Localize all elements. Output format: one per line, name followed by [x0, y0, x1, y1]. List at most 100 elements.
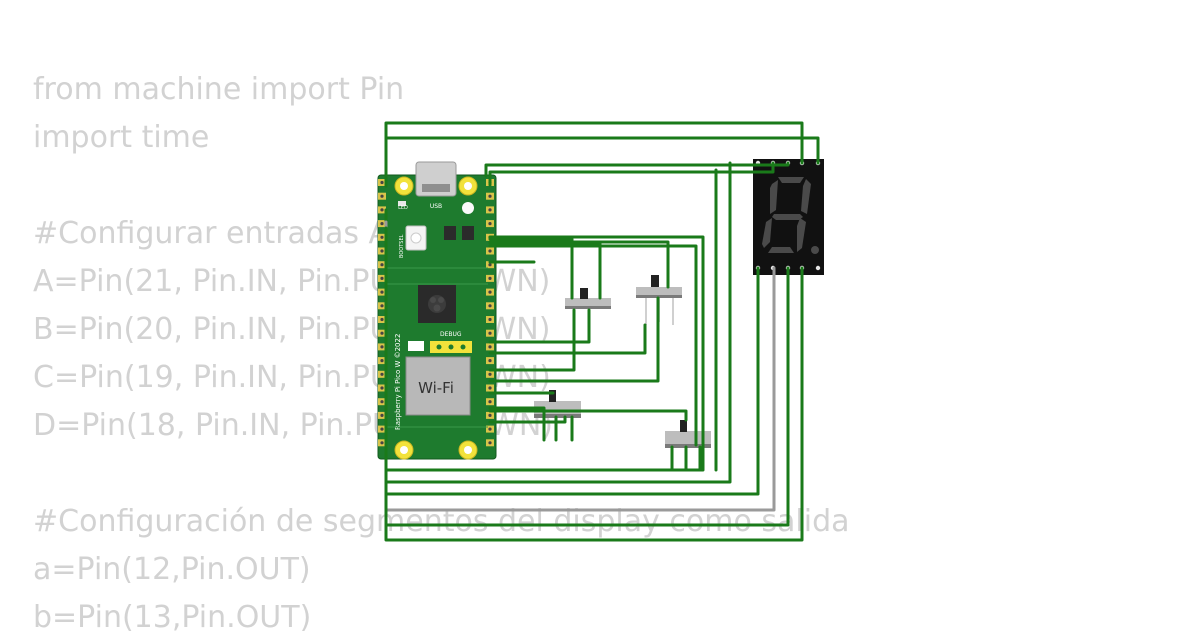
wire[interactable] — [384, 235, 705, 472]
wire[interactable] — [488, 296, 660, 383]
switch-body — [665, 431, 711, 447]
debug-pin — [448, 344, 454, 350]
wire[interactable] — [384, 126, 820, 188]
mount-hole-center — [400, 182, 408, 190]
switch-body-shadow — [534, 414, 581, 418]
wire[interactable] — [488, 406, 546, 442]
wire[interactable] — [488, 237, 574, 300]
usb-label: USB — [430, 203, 442, 210]
slide-switch-1[interactable] — [565, 288, 611, 309]
board-pin-hole — [380, 194, 384, 198]
board-pin-hole — [488, 249, 492, 253]
board-pin-hole — [380, 249, 384, 253]
segment-a — [778, 177, 804, 183]
code-line: b=Pin(13,Pin.OUT) — [33, 600, 312, 635]
board-pin-hole — [380, 441, 384, 445]
switch-body — [534, 401, 581, 417]
usb-port — [422, 184, 450, 192]
switch-handle[interactable] — [549, 390, 556, 402]
wifi-module — [405, 356, 471, 416]
chip-small — [444, 226, 456, 240]
indicator-led — [462, 202, 474, 214]
code-line: import time — [33, 120, 210, 155]
raspberry-logo-icon-detail — [430, 297, 436, 303]
switch-handle[interactable] — [680, 420, 687, 432]
bootsel-button-cap — [410, 232, 422, 244]
bootsel-label: BOOTSEL — [399, 234, 405, 258]
segment-e — [762, 218, 772, 248]
board-pin-hole — [380, 372, 384, 376]
raspberry-logo-icon-detail — [433, 304, 441, 312]
board-pin-hole — [380, 222, 384, 226]
board-pin-hole — [380, 208, 384, 212]
board-pin-hole — [380, 180, 384, 185]
segment-d — [768, 247, 794, 253]
board-pin-hole — [488, 400, 492, 404]
board-pin-hole — [488, 222, 492, 226]
board-pin-hole — [380, 235, 384, 239]
wiring — [384, 121, 820, 542]
board-pin-hole — [380, 290, 384, 294]
switch-handle[interactable] — [651, 275, 659, 287]
board-pin-hole — [488, 441, 492, 445]
seven-segment-display[interactable] — [753, 159, 824, 275]
wire[interactable] — [488, 244, 698, 447]
wifi-label: Wi-Fi — [418, 379, 454, 397]
segment-dp — [811, 246, 819, 254]
code-line: a=Pin(12,Pin.OUT) — [33, 552, 311, 587]
pico-board[interactable]: USB LED BOOTSEL Raspberry Pi Pico W ©202… — [377, 161, 497, 460]
wire[interactable] — [488, 308, 591, 344]
board-pin-hole — [488, 276, 492, 280]
board-model-label: Raspberry Pi Pico W ©2022 — [394, 334, 402, 430]
code-line: C=Pin(19, Pin.IN, Pin.PULL_DOWN) — [33, 360, 551, 395]
segment-f — [770, 180, 778, 214]
debug-pad — [408, 341, 424, 351]
board-pin-hole — [488, 413, 492, 417]
wire[interactable] — [384, 232, 804, 542]
board-pin-hole — [380, 427, 384, 431]
board-pin-hole — [380, 386, 384, 390]
switch-body-shadow — [565, 306, 611, 309]
wire[interactable] — [488, 415, 567, 424]
segment-g — [772, 214, 803, 220]
mount-hole-center — [464, 182, 472, 190]
board-pin-hole — [488, 304, 492, 308]
wire[interactable] — [488, 161, 775, 187]
wire[interactable] — [488, 323, 647, 355]
board-pin-hole — [380, 304, 384, 308]
led-label: LED — [398, 205, 408, 211]
wire[interactable] — [484, 161, 790, 178]
board-pin-hole — [380, 413, 384, 417]
code-line: from machine import Pin — [33, 72, 405, 107]
segment-b — [801, 179, 811, 214]
chip-small — [462, 226, 474, 240]
wire[interactable] — [488, 240, 670, 289]
slide-switch-2[interactable] — [636, 275, 682, 298]
wire[interactable] — [488, 308, 576, 372]
wire[interactable] — [488, 409, 688, 422]
slide-switch-3[interactable] — [534, 390, 581, 418]
board-pin-hole — [380, 331, 384, 335]
display-pin[interactable] — [815, 265, 821, 271]
mount-hole-center — [400, 446, 408, 454]
board-pin-hole — [488, 331, 492, 335]
board-pin-hole — [488, 372, 492, 376]
board-pin-hole — [488, 386, 492, 390]
board-pin-hole — [488, 427, 492, 431]
switch-handle[interactable] — [580, 288, 588, 299]
board-pin-hole — [488, 359, 492, 363]
board-pin-hole — [380, 317, 384, 322]
board-pin-hole — [488, 194, 492, 198]
board-pin-hole — [488, 208, 492, 212]
slide-switch-4[interactable] — [665, 420, 711, 448]
switch-body — [636, 287, 682, 296]
board-pin-hole — [380, 400, 384, 404]
raspberry-logo-icon-detail — [438, 297, 444, 303]
board-pin-headers — [378, 179, 494, 447]
code-line: #Configurar entradas A — [33, 216, 390, 251]
mount-hole-center — [464, 446, 472, 454]
segment-c — [797, 218, 806, 252]
debug-label: DEBUG — [440, 331, 462, 338]
switch-body-shadow — [636, 295, 682, 298]
